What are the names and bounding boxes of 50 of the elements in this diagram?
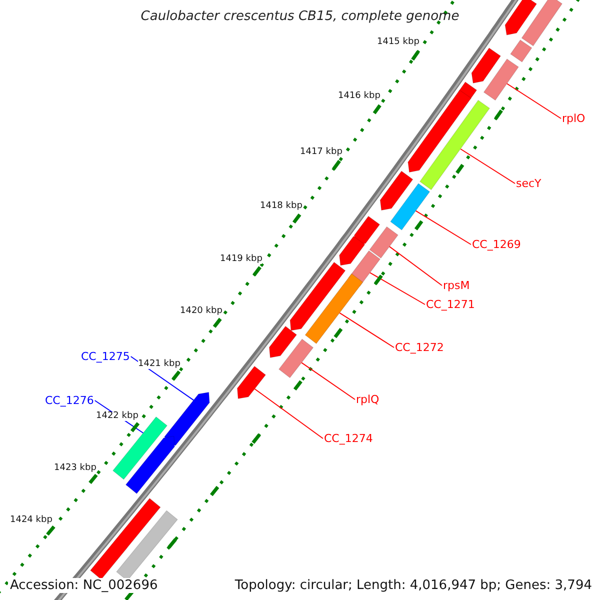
gene-feature	[304, 273, 364, 344]
leader-line	[369, 272, 426, 305]
gene-feature	[408, 90, 472, 173]
scale-label: 1416 kbp	[338, 92, 380, 101]
gene-feature	[237, 366, 266, 399]
leader-line	[388, 246, 442, 286]
scale-label: 1419 kbp	[220, 255, 262, 264]
gene-feature	[164, 392, 210, 446]
accession-text: Accession: NC_002696	[8, 578, 160, 593]
gene-feature	[269, 326, 298, 358]
gene-label: CC_1275	[81, 351, 130, 362]
leader-line	[506, 83, 562, 119]
gene-feature	[521, 0, 563, 46]
leader-line	[254, 388, 324, 439]
scale-label: 1424 kbp	[10, 516, 52, 525]
gene-label: CC_1272	[395, 342, 444, 353]
gene-feature	[290, 262, 346, 331]
gene-feature	[339, 236, 366, 266]
gene-label: rplQ	[356, 394, 380, 405]
scale-label: 1415 kbp	[377, 38, 420, 47]
scale-label: 1420 kbp	[180, 307, 222, 316]
gene-feature	[278, 338, 314, 378]
gene-feature	[471, 48, 502, 84]
scale-label: 1421 kbp	[138, 360, 180, 369]
gene-label: rpsM	[443, 280, 470, 291]
gene-label: CC_1269	[472, 239, 521, 250]
leader-line	[339, 312, 394, 348]
gene-feature	[90, 498, 161, 580]
map-title: Caulobacter crescentus CB15, complete genome	[140, 9, 460, 24]
gene-label: CC_1274	[324, 433, 373, 444]
gene-feature	[510, 40, 532, 62]
gene-feature	[390, 183, 430, 230]
gene-label: secY	[516, 178, 542, 189]
scale-label: 1422 kbp	[96, 412, 138, 421]
leader-line	[301, 362, 356, 400]
gene-feature	[125, 436, 175, 494]
leader-line	[415, 210, 472, 245]
gene-feature	[483, 58, 519, 101]
scale-label: 1423 kbp	[54, 464, 96, 473]
scale-label: 1417 kbp	[300, 148, 342, 157]
gene-feature	[369, 226, 398, 259]
gene-feature	[380, 170, 414, 211]
gene-label: CC_1276	[45, 395, 94, 406]
leader-line	[460, 148, 516, 184]
gene-label: rplO	[562, 113, 586, 124]
gene-label: CC_1271	[426, 299, 475, 310]
gene-feature	[419, 100, 490, 190]
gene-feature	[504, 0, 538, 36]
scale-label: 1418 kbp	[260, 202, 302, 211]
topology-text: Topology: circular; Length: 4,016,947 bp; Genes: 3,794	[232, 578, 594, 593]
